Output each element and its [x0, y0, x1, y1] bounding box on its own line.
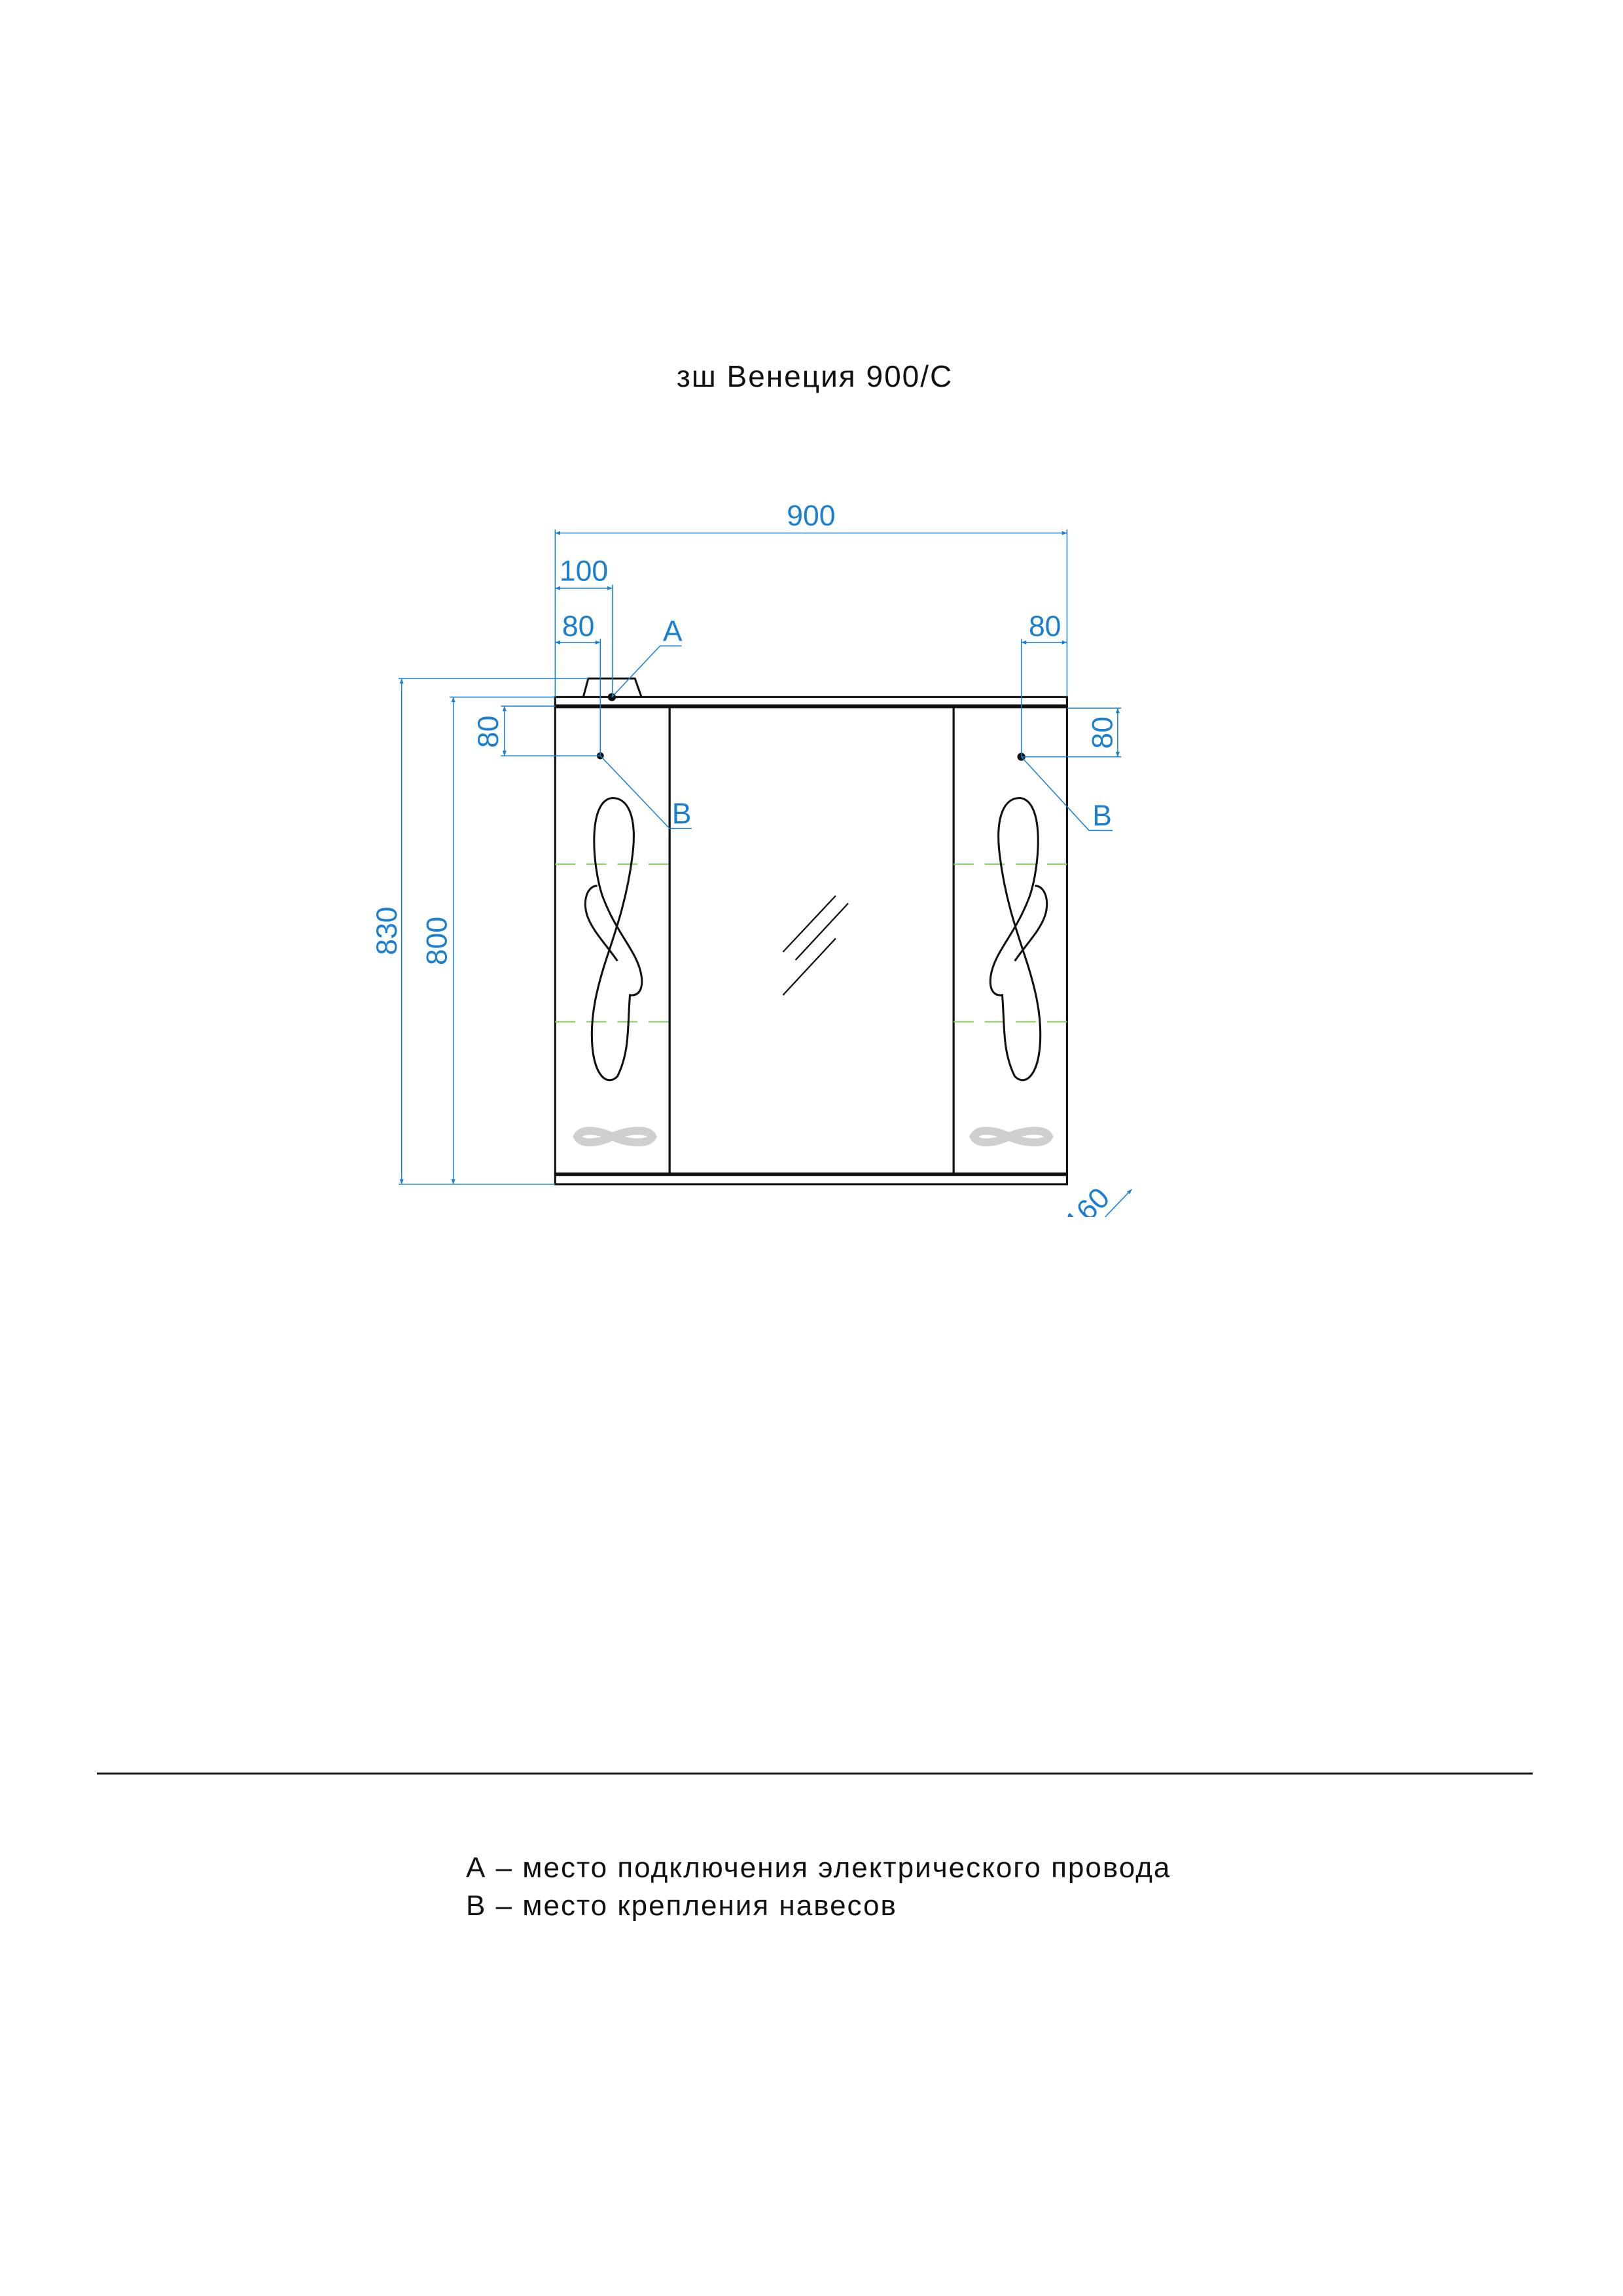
dim-hinge-vert-left-label: 80	[473, 716, 505, 748]
marker-b-left-label: B	[672, 798, 692, 830]
leader-b-right	[1021, 756, 1113, 832]
dim-depth-label: 160	[1059, 1182, 1116, 1217]
bottom-cap	[554, 1173, 1068, 1186]
marker-b-right-label: B	[1092, 800, 1112, 832]
dim-connector-label: 100	[560, 555, 608, 587]
dim-width-label: 900	[787, 500, 835, 532]
shelf-lines	[555, 863, 1067, 1023]
legend-item-b: В – место крепления навесов	[466, 1890, 897, 1922]
mirror-glint-icon	[782, 895, 849, 996]
dim-line-depth	[1071, 1189, 1132, 1217]
mirror-door	[668, 706, 955, 1176]
door-ornament-right	[989, 796, 1048, 1082]
handle-ornament-left	[573, 1127, 657, 1147]
connector-housing	[582, 677, 643, 698]
leader-a	[611, 645, 682, 698]
dim-hinge-left-label: 80	[562, 610, 594, 643]
cabinet-outline	[554, 677, 1068, 1186]
drawing-title: зш Венеция 900/С	[676, 359, 954, 393]
handle-ornament-right	[969, 1127, 1054, 1147]
dim-hinge-vert-right-label: 80	[1086, 716, 1118, 749]
cabinet-drawing: 900 100 80 80 830 800 80 80 160 A B B	[371, 500, 1132, 1217]
leader-b-left	[599, 755, 692, 830]
dim-hinge-right-label: 80	[1029, 610, 1061, 643]
door-ornament-left	[584, 796, 643, 1082]
legend-item-a: А – место подключения электрического про…	[466, 1852, 1171, 1884]
separator-line	[97, 1773, 1533, 1775]
dim-body-height-label: 800	[421, 917, 454, 965]
marker-a-label: A	[663, 615, 683, 647]
dim-total-height-label: 830	[371, 907, 403, 955]
right-door	[952, 706, 1068, 1176]
